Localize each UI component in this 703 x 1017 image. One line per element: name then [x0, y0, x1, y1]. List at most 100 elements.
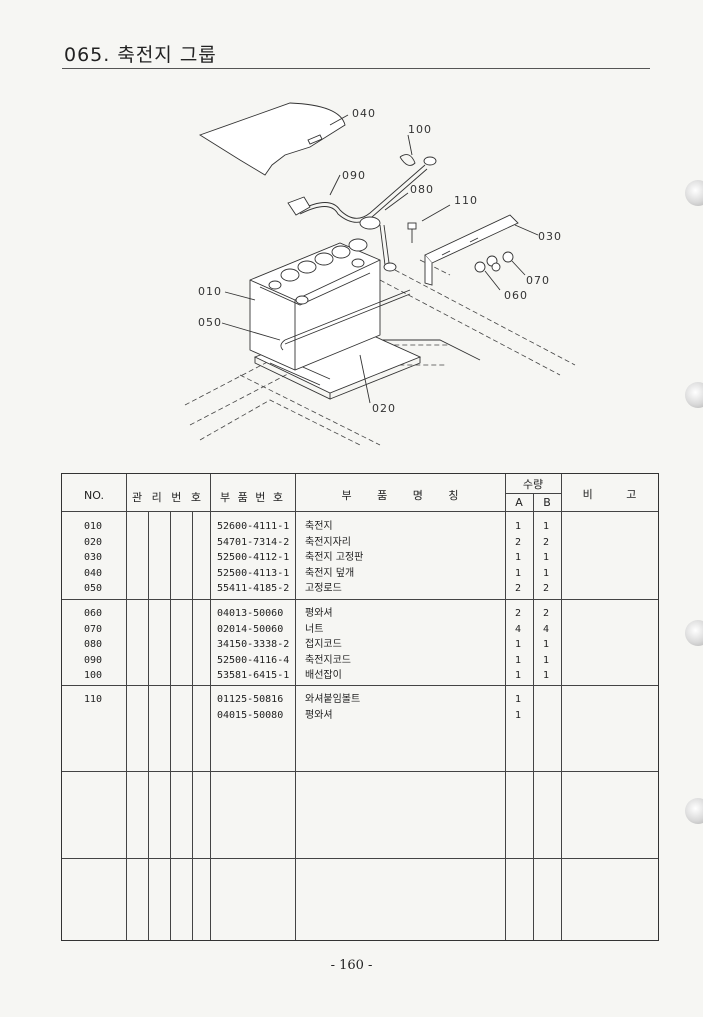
wire-clamp: [399, 154, 416, 166]
table-cell-qty-b: 1: [543, 670, 550, 681]
col-no: 110: [84, 692, 102, 708]
washer-bolt: [407, 222, 417, 243]
table-cell-qty-b: 1: [543, 639, 550, 650]
col-qty-a: 1 2 1 1 2: [515, 519, 521, 597]
col-part-name: 축전지 축전지자리 축전지 고정판 축전지 덮개 고정로드: [305, 519, 363, 597]
binder-hole: [685, 798, 703, 824]
table-cell-part-name: 축전지 덮개: [305, 567, 355, 579]
battery: [249, 238, 381, 371]
callout-label: 080: [410, 183, 434, 196]
table-cell-no: 100: [84, 670, 103, 681]
header-qty: 수량: [522, 478, 544, 491]
ground-cable: [359, 216, 397, 272]
table-cell-part-no: 53581-6415-1: [217, 670, 290, 681]
table-cell-part-name: 평와셔: [305, 608, 333, 619]
table-cell-no: 020: [84, 536, 103, 548]
table-cell-qty-b: 2: [543, 608, 550, 619]
callout-label: 040: [352, 107, 376, 120]
table-cell-part-name: 축전지 고정판: [305, 552, 364, 563]
table-cell-part-name: 축전지자리: [305, 536, 351, 548]
battery-cover: [198, 102, 346, 176]
header-remark: 비 고: [582, 488, 637, 501]
table-cell-no: 090: [84, 654, 103, 666]
fixing-rod: [280, 289, 411, 351]
table-cell-qty-b: 2: [543, 583, 550, 594]
table-cell-qty-b: 1: [543, 552, 550, 563]
table-cell-part-no: 02014-50060: [217, 623, 284, 635]
table-cell-part-name: 고정로드: [305, 583, 342, 594]
callout-label: 110: [454, 194, 478, 207]
table-cell-qty-b: 2: [543, 536, 550, 548]
table-cell-no: 040: [84, 567, 103, 579]
table-cell-no: 050: [84, 583, 103, 594]
table-cell-part-no: 54701-7314-2: [217, 536, 290, 548]
table-cell-qty-b: 1: [543, 567, 550, 579]
callout-label: 070: [526, 274, 550, 287]
table-cell-part-name: 너트: [305, 623, 324, 635]
callout-label: 030: [538, 230, 562, 243]
table-cell-qty-a: 4: [515, 623, 522, 635]
table-cell-qty-a: 1: [515, 552, 522, 563]
title-underline: [62, 68, 650, 69]
table-cell-part-name: 축전지: [305, 521, 333, 532]
table-cell-part-no: 55411-4185-2: [217, 583, 290, 594]
col-no: 010 020 030 040 050: [84, 519, 102, 597]
table-cell-no: 030: [84, 552, 103, 563]
table-cell-part-name: 접지코드: [305, 639, 342, 650]
table-cell-qty-a: 1: [515, 654, 522, 666]
col-qty-a: 1 1: [515, 692, 521, 723]
callout-label: 010: [198, 285, 222, 298]
col-part-name: 와셔붙임볼트 평와셔: [305, 692, 360, 723]
callout-label: 090: [342, 169, 366, 182]
battery-parts-diagram: 040 100 090 080 110 030 070 060 010 050 …: [184, 102, 576, 446]
col-qty-b: 1 2 1 1 2: [543, 519, 549, 597]
fixing-plate: [424, 214, 519, 286]
table-cell-no: 070: [84, 623, 103, 635]
col-part-no: 01125-50816 04015-50080: [217, 692, 283, 723]
table-cell-part-name: 축전지코드: [305, 654, 351, 666]
col-qty-b: 2 4 1 1 1: [543, 606, 549, 684]
table-cell-part-no: 04015-50080: [217, 709, 284, 721]
header-manage-no: 관 리 번 호: [132, 491, 204, 504]
binder-hole: [685, 382, 703, 408]
table-cell-part-no: 01125-50816: [217, 694, 284, 705]
table-cell-no: 080: [84, 639, 103, 650]
table-cell-qty-b: 1: [543, 654, 550, 666]
table-cell-qty-a: 2: [515, 536, 522, 548]
table-cell-part-name: 배선잡이: [305, 670, 342, 681]
page-number: - 160 -: [330, 958, 373, 973]
table-cell-qty-a: 1: [515, 521, 522, 532]
header-qty-a: A: [515, 496, 523, 509]
callout-label: 020: [372, 402, 396, 415]
col-part-no: 04013-50060 02014-50060 34150-3338-2 525…: [217, 606, 289, 684]
table-cell-qty-a: 1: [515, 670, 522, 681]
table-cell-part-no: 52600-4111-1: [217, 521, 290, 532]
binder-hole: [685, 180, 703, 206]
binder-hole: [685, 620, 703, 646]
table-cell-part-no: 04013-50060: [217, 608, 284, 619]
parts-table: NO. 관 리 번 호 부 품 번 호 부 품 명 칭 수량 A B 비 고 0…: [61, 473, 659, 941]
table-cell-no: 010: [84, 521, 103, 532]
table-cell-qty-b: 4: [543, 623, 550, 635]
table-cell-part-name: 와셔붙임볼트: [305, 694, 361, 705]
table-cell-part-no: 52500-4113-1: [217, 567, 290, 579]
header-part-no: 부 품 번 호: [220, 491, 285, 504]
header-no: NO.: [84, 489, 104, 502]
table-cell-qty-a: 1: [515, 694, 522, 705]
table-cell-qty-a: 1: [515, 567, 522, 579]
table-cell-no: 060: [84, 608, 103, 619]
table-cell-part-no: 52500-4116-4: [217, 654, 290, 666]
callout-label: 100: [408, 123, 432, 136]
table-cell-qty-a: 2: [515, 608, 522, 619]
col-qty-a: 2 4 1 1 1: [515, 606, 521, 684]
header-qty-b: B: [543, 496, 551, 509]
leader-lines: [221, 114, 539, 404]
table-cell-part-name: 평와셔: [305, 709, 333, 721]
table-cell-part-no: 34150-3338-2: [217, 639, 290, 650]
table-cell-qty-b: 1: [543, 521, 550, 532]
page-title: 065. 축전지 그룹: [64, 44, 217, 66]
nut-and-washer: [474, 251, 514, 273]
table-cell-qty-a: 1: [515, 639, 522, 650]
table-cell-qty-a: 2: [515, 583, 522, 594]
table-cell-part-no: 52500-4112-1: [217, 552, 290, 563]
